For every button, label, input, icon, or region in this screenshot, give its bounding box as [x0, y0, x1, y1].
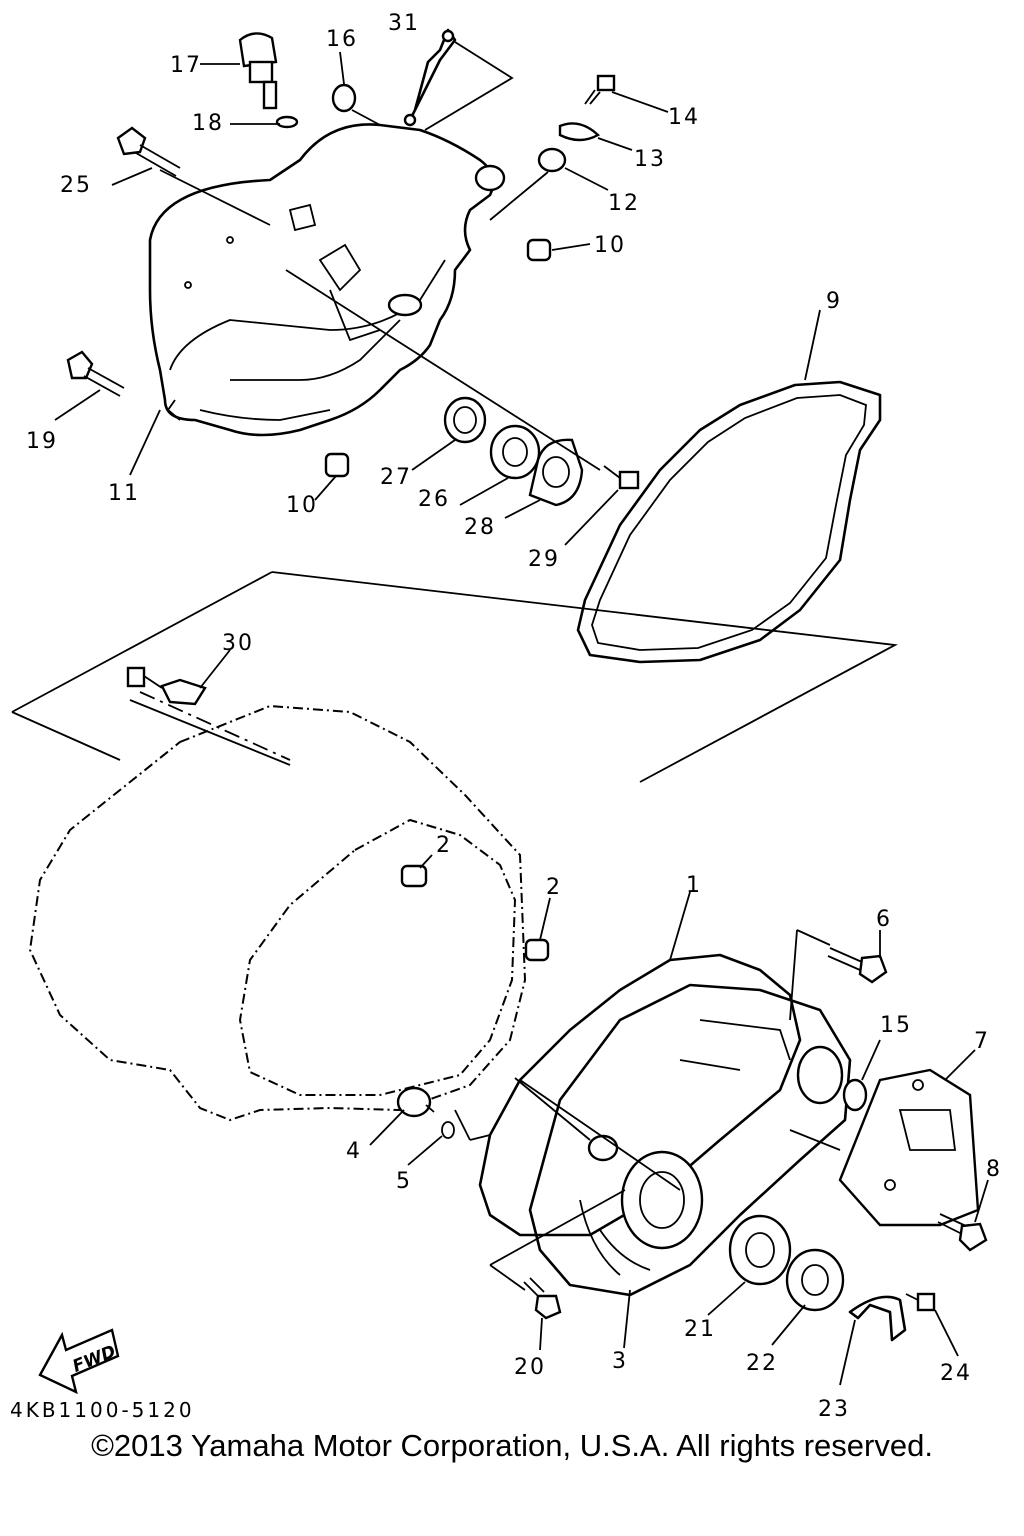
callout-23: 23	[818, 1397, 850, 1422]
gasket-9	[576, 380, 882, 664]
bolt-6	[827, 947, 888, 984]
callout-1: 1	[686, 873, 702, 898]
assembly-outline-frame	[11, 571, 898, 783]
dowel-pin-2-right	[524, 938, 550, 962]
callout-7: 7	[974, 1029, 990, 1054]
bolt-8	[937, 1213, 988, 1252]
callout-27: 27	[380, 465, 412, 490]
callout-28: 28	[464, 515, 496, 540]
callout-11: 11	[108, 481, 140, 506]
leader-lines	[54, 51, 989, 1386]
callout-14: 14	[668, 105, 700, 130]
engine-outline	[28, 704, 527, 1122]
callout-8: 8	[986, 1157, 1002, 1182]
callout-10-lower: 10	[286, 493, 318, 518]
callout-4: 4	[346, 1139, 362, 1164]
plate-28	[528, 438, 584, 507]
callout-13: 13	[634, 147, 666, 172]
washer-15	[842, 1078, 868, 1112]
bracket-31	[408, 28, 457, 122]
bolt-19	[66, 350, 125, 397]
callout-9: 9	[826, 289, 842, 314]
callout-17: 17	[170, 53, 202, 78]
o-ring-5	[441, 1121, 455, 1139]
screw-24	[905, 1292, 936, 1312]
bearing-26	[489, 424, 541, 480]
bolt-20	[523, 1277, 562, 1320]
callout-10-upper: 10	[594, 233, 626, 258]
screw-30	[126, 666, 163, 689]
callout-24: 24	[940, 1361, 972, 1386]
callout-29: 29	[528, 547, 560, 572]
oil-level-gauge	[238, 32, 299, 129]
callout-2-right: 2	[546, 875, 562, 900]
dowel-pin-2-left	[400, 864, 428, 888]
callout-20: 20	[514, 1355, 546, 1380]
callout-22: 22	[746, 1351, 778, 1376]
dowel-pin-10-lower	[324, 452, 350, 478]
callout-19: 19	[26, 429, 58, 454]
bolt-14	[584, 74, 616, 105]
callout-21: 21	[684, 1317, 716, 1342]
plug-4	[396, 1086, 432, 1118]
oil-seal-22	[785, 1248, 845, 1312]
oil-seal-27	[443, 396, 487, 444]
bolt-25	[116, 126, 181, 177]
collar-16	[331, 83, 357, 113]
bracket-23	[848, 1295, 907, 1342]
callout-6: 6	[876, 907, 892, 932]
copyright-notice: ©2013 Yamaha Motor Corporation, U.S.A. A…	[91, 1428, 933, 1463]
dowel-pin-10-upper	[526, 238, 552, 262]
screw-29	[603, 465, 640, 490]
bracket-30	[160, 678, 207, 706]
forward-direction-arrow: FWD	[38, 1328, 120, 1395]
callout-12: 12	[608, 191, 640, 216]
oil-seal-12	[537, 147, 567, 173]
callout-18: 18	[192, 111, 224, 136]
gasket-1	[478, 953, 802, 1237]
callout-2-left: 2	[436, 833, 452, 858]
diagram-code: 4KB1100-5120	[10, 1398, 195, 1422]
callout-26: 26	[418, 487, 450, 512]
callout-5: 5	[396, 1169, 412, 1194]
callout-15: 15	[880, 1013, 912, 1038]
callout-30: 30	[222, 631, 254, 656]
callout-25: 25	[60, 173, 92, 198]
crankcase-cover-left	[148, 123, 506, 437]
crankcase-cover-right	[528, 983, 852, 1297]
plate-13	[558, 122, 601, 142]
callout-31: 31	[388, 11, 420, 36]
callout-3: 3	[612, 1349, 628, 1374]
bearing-21	[728, 1214, 792, 1286]
callout-16: 16	[326, 27, 358, 52]
